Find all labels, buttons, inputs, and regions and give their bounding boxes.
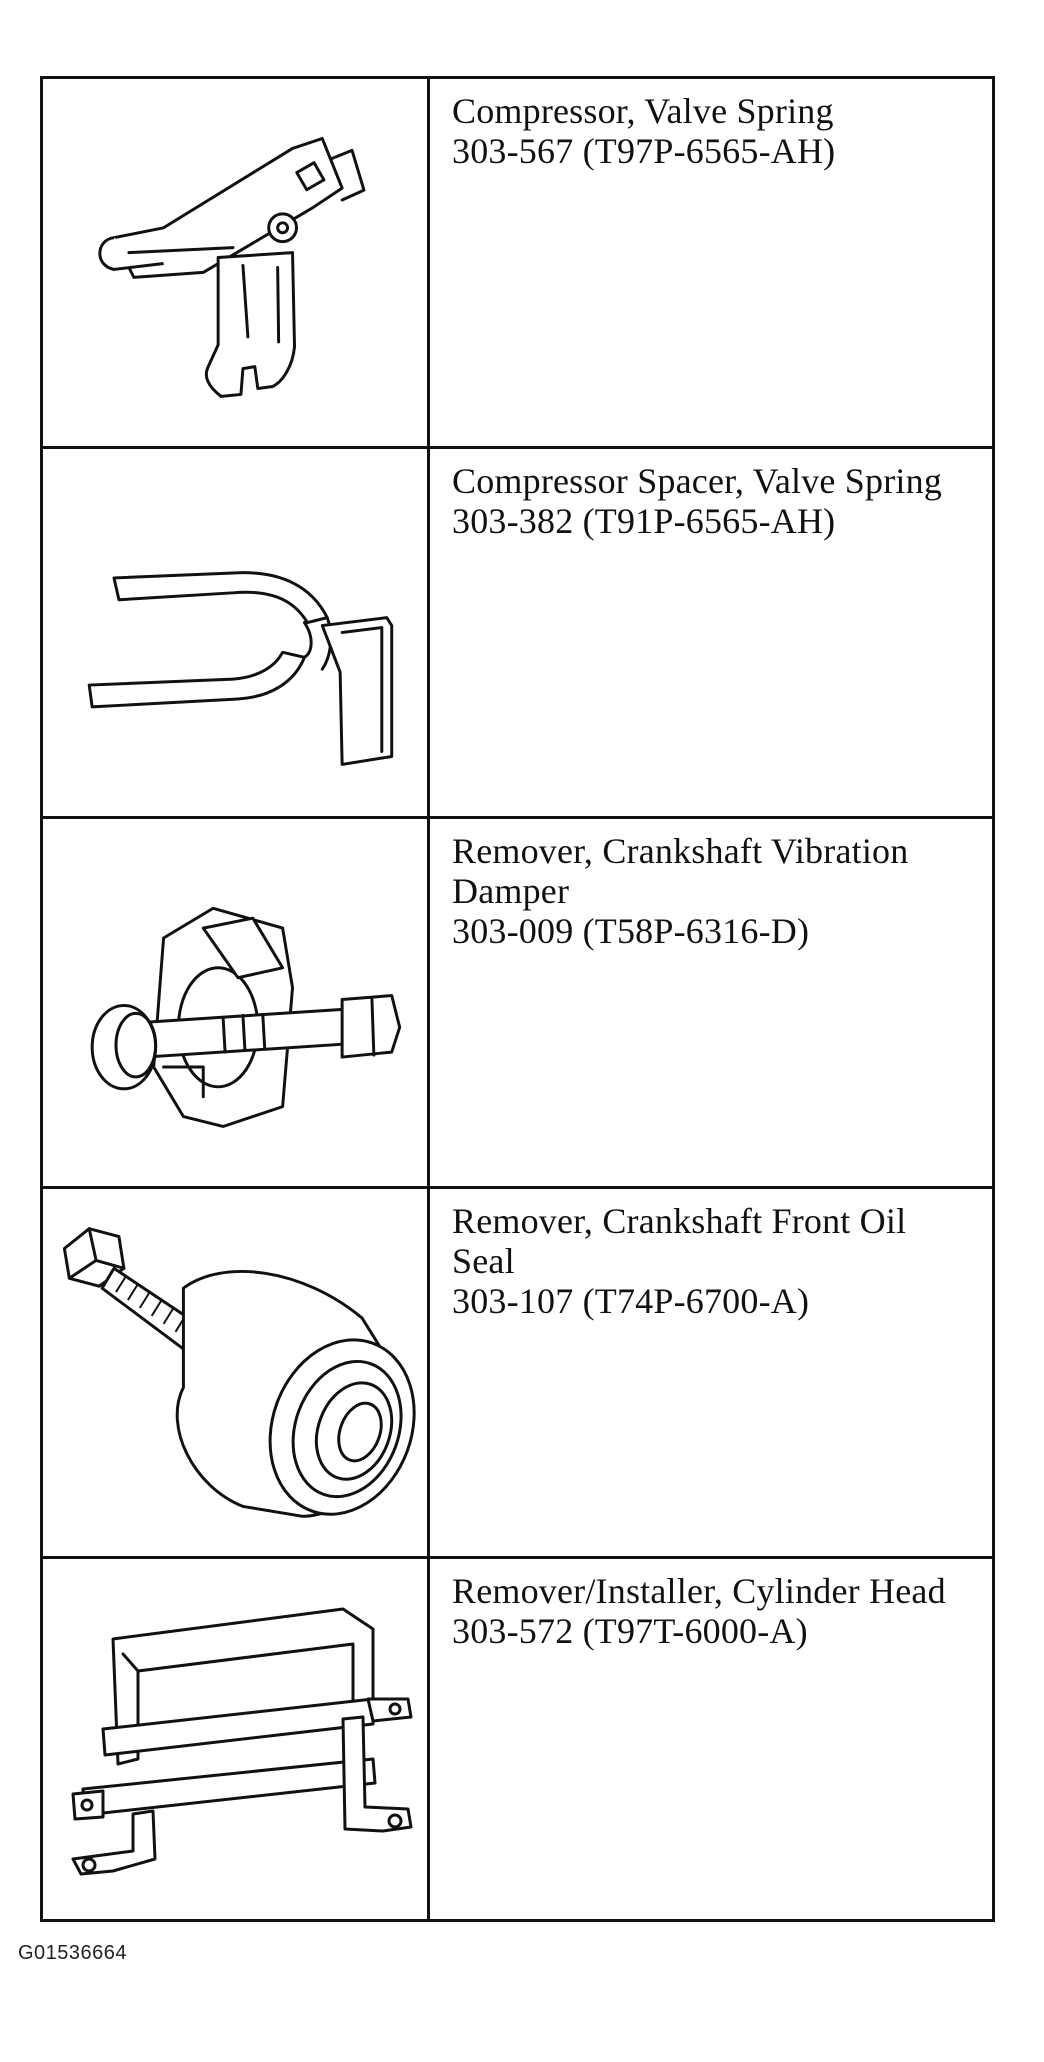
tool-part-number: 303-567 (T97P-6565-AH): [452, 131, 836, 171]
tool-name: Remover/Installer, Cylinder Head: [452, 1571, 946, 1611]
valve-spring-compressor-icon: [98, 137, 366, 398]
tool-row: Compressor, Valve Spring 303-567 (T97P-6…: [43, 79, 992, 449]
tool-part-number: 303-572 (T97T-6000-A): [452, 1611, 808, 1651]
tool-part-number: 303-382 (T91P-6565-AH): [452, 501, 836, 541]
cylinder-head-lifting-bracket-icon: [71, 1607, 413, 1876]
tool-illustration-cell: [43, 1189, 427, 1556]
tool-illustration-cell: [43, 79, 427, 446]
tool-row: Remover, Crankshaft Vibration Damper 303…: [43, 819, 992, 1189]
vibration-damper-remover-icon: [90, 906, 402, 1128]
tool-row: Compressor Spacer, Valve Spring 303-382 …: [43, 449, 992, 819]
tool-illustration-cell: [43, 449, 427, 816]
front-oil-seal-remover-icon: [62, 1227, 416, 1518]
tool-description-cell: Remover, Crankshaft Vibration Damper 303…: [427, 819, 992, 1186]
tool-row: Remover, Crankshaft Front Oil Seal 303-1…: [43, 1189, 992, 1559]
tool-row: Remover/Installer, Cylinder Head 303-572…: [43, 1559, 992, 1919]
tool-name: Remover, Crankshaft Vibration Damper: [452, 831, 909, 911]
tool-description-cell: Compressor Spacer, Valve Spring 303-382 …: [427, 449, 992, 816]
figure-id-caption: G01536664: [18, 1942, 128, 1964]
tool-illustration-cell: [43, 819, 427, 1186]
compressor-spacer-icon: [87, 571, 394, 766]
tool-name: Compressor, Valve Spring: [452, 91, 834, 131]
tool-description-cell: Remover, Crankshaft Front Oil Seal 303-1…: [427, 1189, 992, 1556]
tool-description-cell: Remover/Installer, Cylinder Head 303-572…: [427, 1559, 992, 1919]
special-tools-table: Compressor, Valve Spring 303-567 (T97P-6…: [40, 76, 995, 1922]
tool-part-number: 303-009 (T58P-6316-D): [452, 911, 810, 951]
tool-illustration-cell: [43, 1559, 427, 1919]
tool-description-cell: Compressor, Valve Spring 303-567 (T97P-6…: [427, 79, 992, 446]
tool-part-number: 303-107 (T74P-6700-A): [452, 1281, 810, 1321]
tool-name: Remover, Crankshaft Front Oil Seal: [452, 1201, 907, 1281]
tool-name: Compressor Spacer, Valve Spring: [452, 461, 943, 501]
